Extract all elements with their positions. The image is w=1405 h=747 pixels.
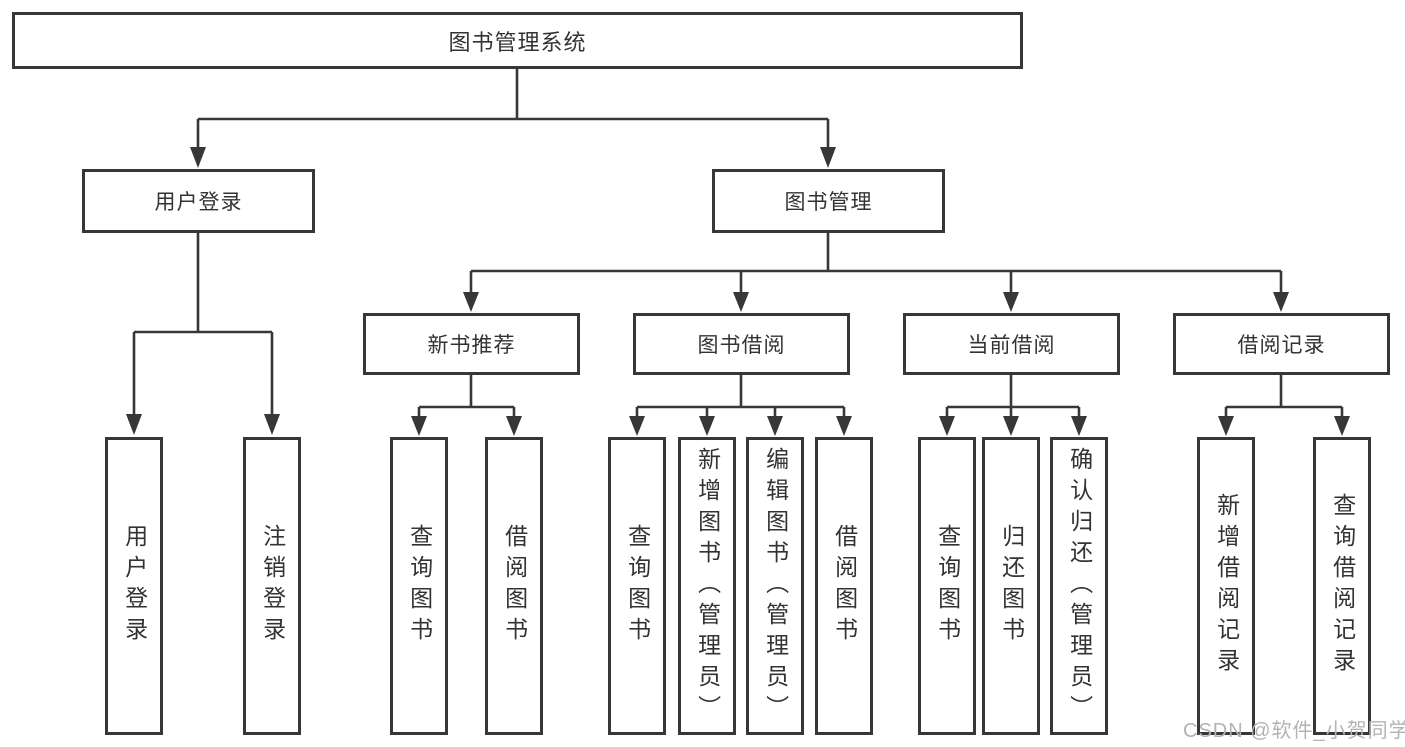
node-current-borrow: 当前借阅 — [903, 313, 1120, 375]
leaf-add-borrow-record: 新增借阅记录 — [1197, 437, 1255, 735]
node-borrow-records: 借阅记录 — [1173, 313, 1390, 375]
leaf-query-borrow-record: 查询借阅记录 — [1313, 437, 1371, 735]
node-user-login: 用户登录 — [82, 169, 315, 233]
leaf-return-books-label: 归还图书 — [998, 524, 1025, 648]
leaf-borrow-books-recommend: 借阅图书 — [485, 437, 543, 735]
node-book-borrow: 图书借阅 — [633, 313, 850, 375]
leaf-logout-label: 注销登录 — [259, 524, 286, 648]
leaf-query-books-recommend-label: 查询图书 — [406, 524, 433, 648]
leaf-return-books: 归还图书 — [982, 437, 1040, 735]
csdn-watermark: CSDN @软件_小贺同学 — [1183, 720, 1405, 742]
node-library-system: 图书管理系统 — [12, 12, 1023, 69]
leaf-query-borrow-record-label: 查询借阅记录 — [1329, 493, 1356, 679]
leaf-query-books-recommend: 查询图书 — [390, 437, 448, 735]
node-current-borrow-label: 当前借阅 — [967, 334, 1056, 357]
leaf-user-login-label: 用户登录 — [121, 524, 148, 648]
leaf-borrow-books: 借阅图书 — [815, 437, 873, 735]
leaf-logout: 注销登录 — [243, 437, 301, 735]
leaf-borrow-books-label: 借阅图书 — [831, 524, 858, 648]
leaf-confirm-return-admin: 确认归还（管理员） — [1050, 437, 1108, 735]
leaf-edit-books-admin: 编辑图书（管理员） — [746, 437, 804, 735]
leaf-edit-books-admin-label: 编辑图书（管理员） — [762, 446, 789, 726]
leaf-query-books-current: 查询图书 — [918, 437, 976, 735]
node-new-book-recommend-label: 新书推荐 — [427, 334, 516, 357]
node-user-login-label: 用户登录 — [154, 191, 243, 214]
node-new-book-recommend: 新书推荐 — [363, 313, 580, 375]
leaf-add-books-admin-label: 新增图书（管理员） — [694, 446, 721, 726]
leaf-user-login: 用户登录 — [105, 437, 163, 735]
node-library-system-label: 图书管理系统 — [448, 29, 587, 55]
node-borrow-records-label: 借阅记录 — [1237, 334, 1326, 357]
node-book-borrow-label: 图书借阅 — [697, 334, 786, 357]
node-book-management: 图书管理 — [712, 169, 945, 233]
leaf-add-books-admin: 新增图书（管理员） — [678, 437, 736, 735]
leaf-add-borrow-record-label: 新增借阅记录 — [1213, 493, 1240, 679]
node-book-management-label: 图书管理 — [784, 191, 873, 214]
leaf-query-books-current-label: 查询图书 — [934, 524, 961, 648]
leaf-query-books-borrow-label: 查询图书 — [624, 524, 651, 648]
leaf-query-books-borrow: 查询图书 — [608, 437, 666, 735]
leaf-borrow-books-recommend-label: 借阅图书 — [501, 524, 528, 648]
leaf-confirm-return-admin-label: 确认归还（管理员） — [1066, 446, 1093, 726]
